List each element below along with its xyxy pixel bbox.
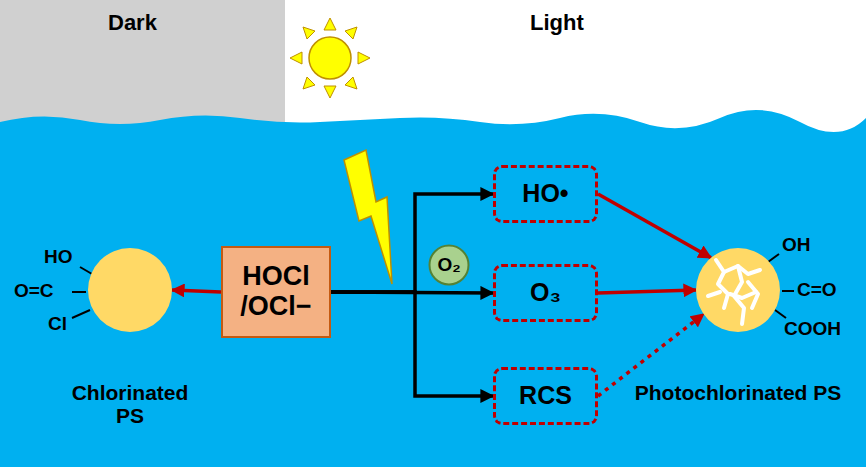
water (0, 110, 866, 467)
functional-group-label: COOH (784, 318, 841, 340)
node-text: RCS (519, 382, 572, 410)
arrow-connector (172, 290, 221, 292)
lightning-bolt (344, 150, 392, 284)
node-text: HO• (522, 180, 568, 208)
species-box: HO• (493, 165, 598, 223)
functional-group-label: C=O (797, 279, 837, 301)
arrow-connector (598, 194, 711, 258)
node-text: O₃ (530, 279, 561, 307)
node-text: HOCl /OCl− (228, 262, 324, 321)
oxygen-circle: O₂ (428, 244, 470, 286)
node-text: O₂ (437, 255, 460, 276)
node-text: Photochlorinated PS (632, 381, 844, 404)
functional-group-label: OH (782, 234, 811, 256)
sun-symbol (290, 18, 370, 98)
functional-group-label: O=C (14, 280, 54, 302)
region-label: Light (530, 10, 584, 36)
functional-group-label: Cl (48, 313, 67, 335)
functional-group-label: HO (44, 246, 73, 268)
region-label: Dark (108, 10, 157, 36)
species-box: O₃ (493, 264, 598, 322)
species-box: RCS (493, 367, 598, 425)
arrow-connector (331, 292, 493, 396)
particle-node: Chlorinated PS (40, 247, 220, 427)
reagent-box: HOCl /OCl− (221, 246, 331, 338)
arrow-connector (331, 194, 493, 292)
dark-band (0, 0, 285, 125)
node-text: Chlorinated PS (55, 381, 205, 427)
arrow-connector (598, 290, 696, 293)
